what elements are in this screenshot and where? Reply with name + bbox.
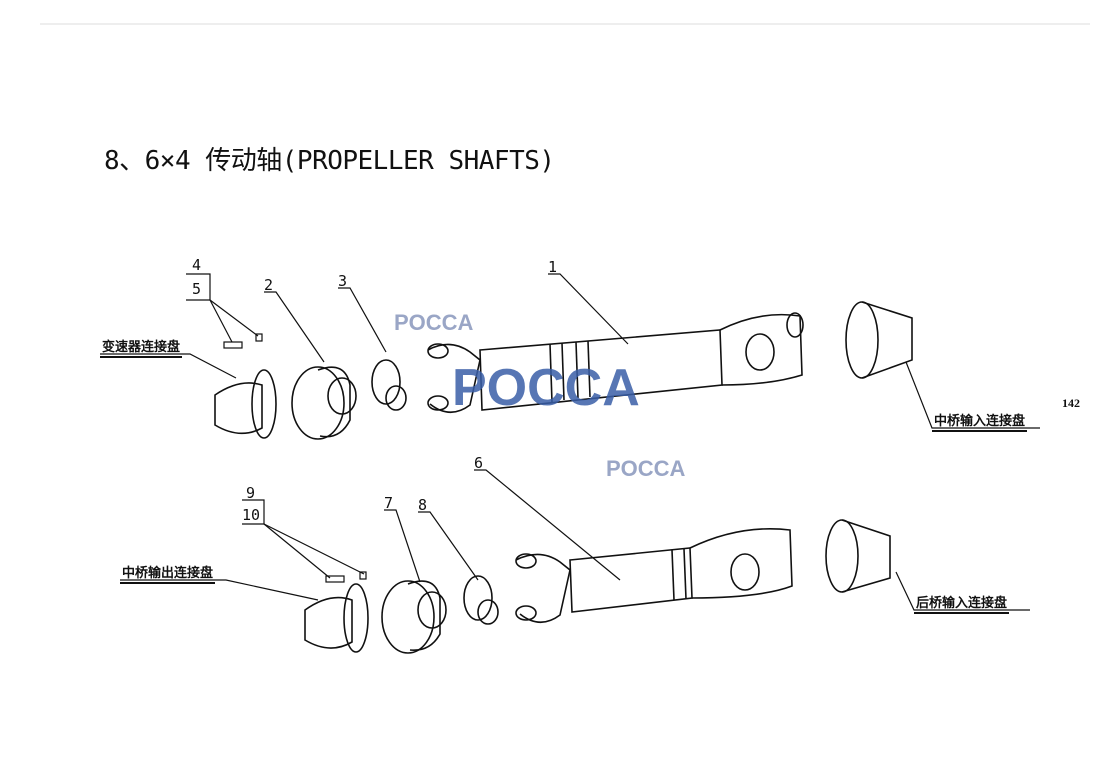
label-rear-axle-input-flange: 后桥输入连接盘	[914, 592, 1010, 614]
watermark-large: POCCA	[452, 359, 640, 417]
bottom-shaft-assembly	[304, 519, 891, 654]
watermark-small-2: POCCA	[606, 456, 686, 481]
callout-10: 10	[242, 506, 261, 524]
top-shaft-assembly	[214, 301, 913, 440]
label-gearbox-flange: 变速器连接盘	[100, 336, 183, 358]
callout-5: 5	[192, 280, 202, 298]
bolts	[223, 333, 367, 583]
label-mid-axle-output-flange: 中桥输出连接盘	[120, 562, 216, 584]
callout-3: 3	[338, 272, 348, 290]
callout-4: 4	[192, 256, 202, 274]
callout-9: 9	[246, 484, 256, 502]
leader-lines	[100, 273, 1040, 611]
callout-7: 7	[384, 494, 394, 512]
callout-1: 1	[548, 258, 558, 276]
callout-6: 6	[474, 454, 484, 472]
watermark-small: POCCA	[394, 310, 474, 335]
label-mid-axle-input-flange: 中桥输入连接盘	[932, 410, 1028, 432]
page-number: 142	[1062, 396, 1080, 410]
page-title: 8、6×4 传动轴(PROPELLER SHAFTS)	[104, 146, 555, 176]
callout-8: 8	[418, 496, 428, 514]
callout-2: 2	[264, 276, 274, 294]
